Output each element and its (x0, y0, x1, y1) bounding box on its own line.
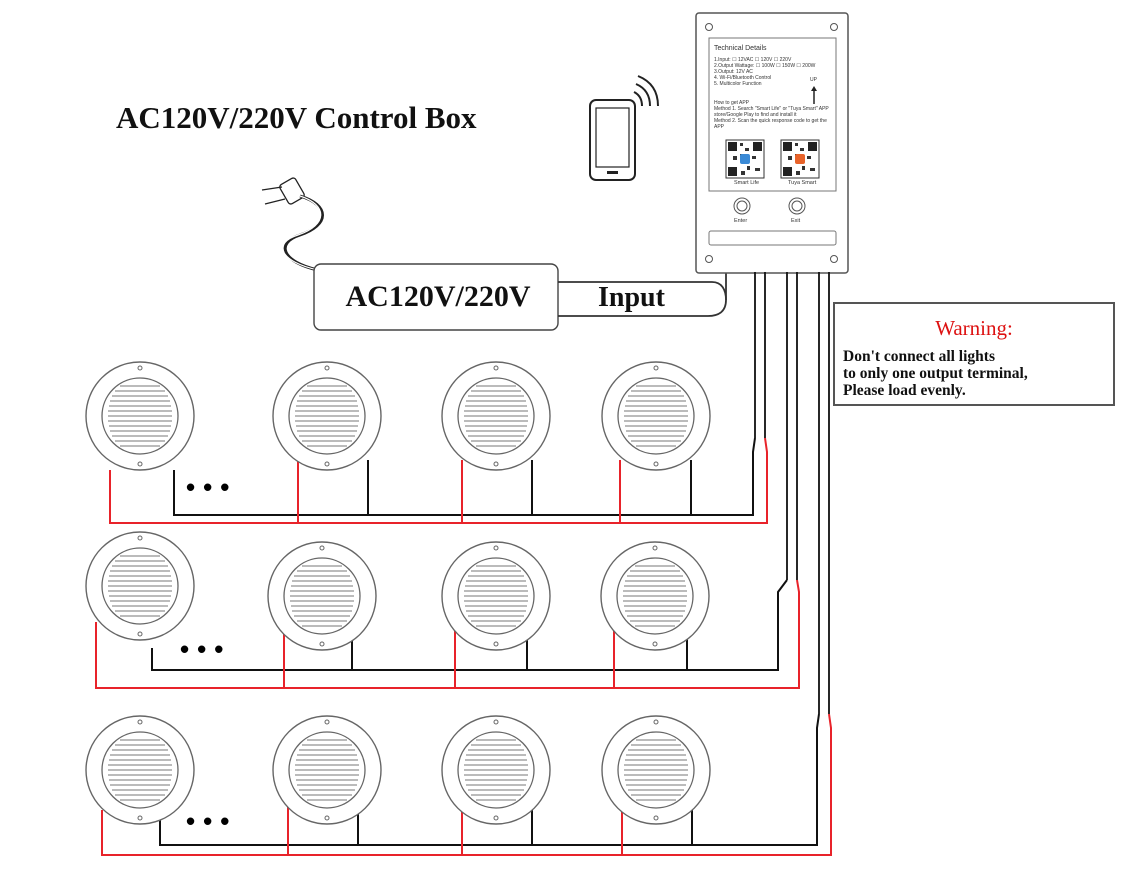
output-cables (754, 272, 830, 714)
power-plug-icon (261, 177, 324, 272)
control-box (695, 12, 849, 274)
light-fixture-icon (601, 361, 711, 471)
control-box-heading: Technical Details (714, 45, 767, 52)
light-fixture-icon (85, 715, 195, 825)
light-fixture-icon (441, 715, 551, 825)
light-fixture-icon (441, 541, 551, 651)
light-fixture-icon (601, 715, 711, 825)
qr-label-tuya-smart: Tuya Smart (788, 180, 817, 186)
warning-box: Warning: Don't connect all lights to onl… (833, 302, 1115, 406)
qr-code-tuya-smart (780, 139, 820, 179)
diagram-title: AC120V/220V Control Box (116, 100, 477, 135)
power-supply-label: AC120V/220V (345, 280, 531, 313)
up-label: UP (810, 77, 817, 83)
exit-button-icon (788, 197, 806, 215)
enter-button-label: Enter (734, 218, 748, 224)
qr-code-smart-life (725, 139, 765, 179)
row-3-ellipsis: ••• (186, 806, 238, 836)
row-1-ellipsis: ••• (186, 472, 238, 502)
light-fixture-icon (85, 361, 195, 471)
warning-body: Don't connect all lights to only one out… (843, 348, 1028, 399)
warning-title: Warning: (935, 316, 1013, 340)
light-fixture-icon (85, 531, 195, 641)
control-box-app-text: How to get APP Method 1. Search "Smart L… (714, 100, 829, 130)
light-fixture-icon (267, 541, 377, 651)
light-fixture-icon (272, 361, 382, 471)
smartphone-icon (589, 75, 659, 181)
light-fixture-icon (272, 715, 382, 825)
row-2-ellipsis: ••• (180, 634, 232, 664)
light-fixtures (85, 361, 711, 825)
light-fixture-icon (441, 361, 551, 471)
qr-label-smart-life: Smart Life (734, 180, 760, 186)
enter-button-icon (733, 197, 751, 215)
control-box-specs: 1.Input: ☐ 12VAC ☐ 120V ☐ 220V 2.Output … (714, 57, 816, 87)
row-1-wiring (109, 437, 768, 524)
power-supply-box (313, 263, 559, 331)
light-fixture-icon (600, 541, 710, 651)
exit-button-label: Exit (791, 218, 801, 224)
input-label: Input (598, 282, 665, 313)
